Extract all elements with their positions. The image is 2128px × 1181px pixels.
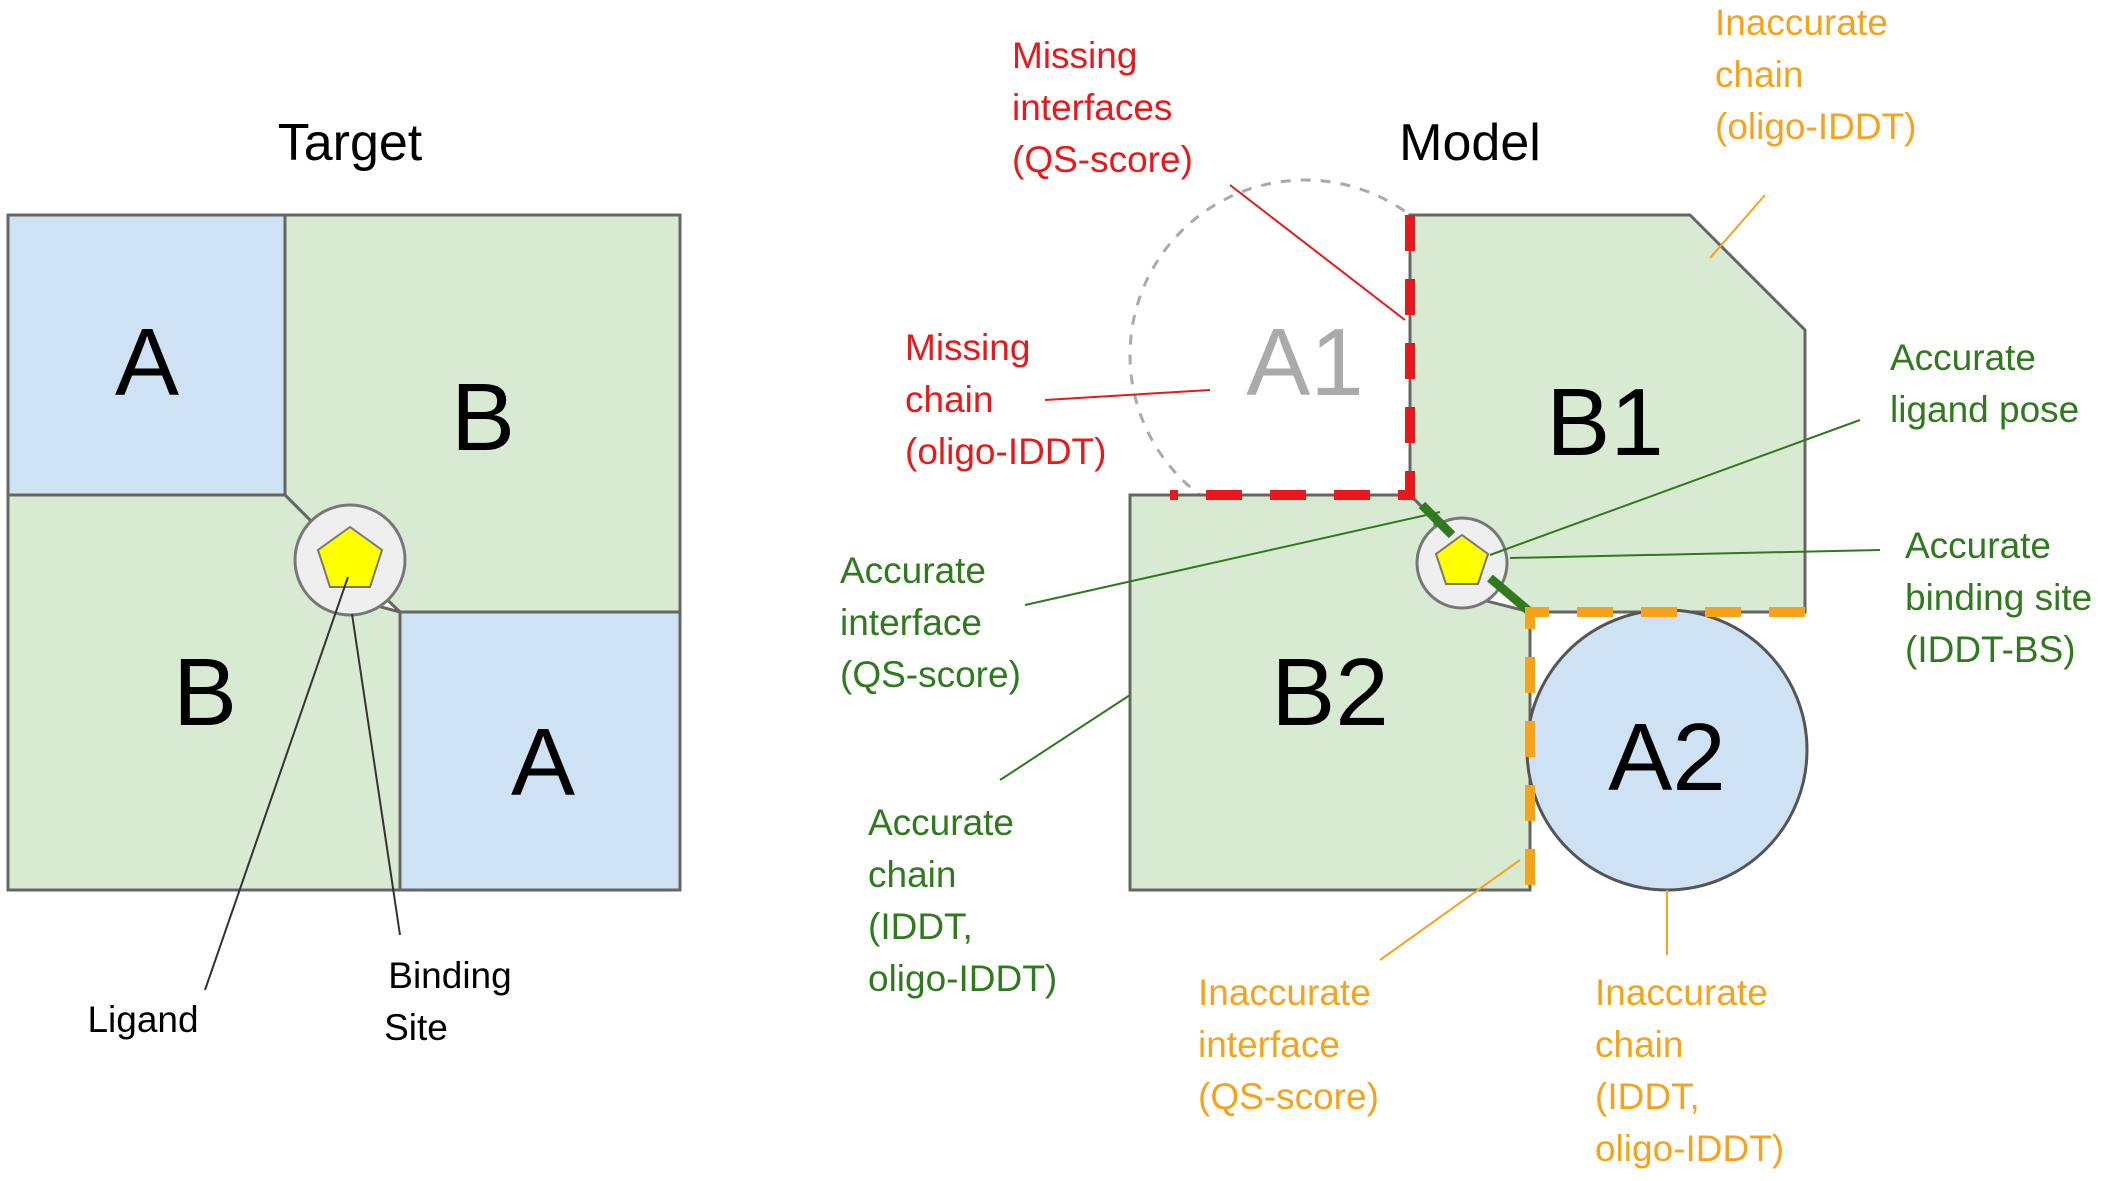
- inaccurate-chain-top-line1: Inaccurate: [1715, 2, 1888, 43]
- annotation-missing-chain: Missing chain (oligo-IDDT): [905, 327, 1106, 472]
- accurate-chain-line3: (IDDT,: [868, 906, 973, 947]
- missing-interfaces-leader: [1229, 184, 1406, 321]
- annotation-missing-interfaces: Missing interfaces (QS-score): [1012, 35, 1193, 180]
- missing-chain-line2: chain: [905, 379, 993, 420]
- inaccurate-interface-dashed: [1525, 607, 1805, 890]
- binding-site-label-line2: Site: [384, 1007, 448, 1048]
- model-label-b2: B2: [1271, 639, 1388, 746]
- accurate-interface-line2: interface: [840, 602, 982, 643]
- target-chain-a-top-left: [6, 213, 287, 497]
- model-ligand: [1434, 533, 1490, 585]
- accurate-interface-line1: Accurate: [840, 550, 986, 591]
- annotation-accurate-interface: Accurate interface (QS-score): [840, 550, 1021, 695]
- accurate-interface-line-1: [1418, 501, 1456, 539]
- model-panel: Model A1 B1 B2 A2 M: [840, 2, 2092, 1169]
- target-ligand: [316, 525, 384, 588]
- binding-site-leader-line: [351, 613, 401, 936]
- missing-interfaces-line3: (QS-score): [1012, 139, 1193, 180]
- inaccurate-interface-leader: [1379, 859, 1521, 961]
- inaccurate-chain-bottom-line1: Inaccurate: [1595, 972, 1768, 1013]
- inaccurate-interface-line1: Inaccurate: [1198, 972, 1371, 1013]
- accurate-chain-line2: chain: [868, 854, 956, 895]
- accurate-binding-site-line3: (IDDT-BS): [1905, 629, 2076, 670]
- missing-chain-line3: (oligo-IDDT): [905, 431, 1106, 472]
- annotation-inaccurate-interface: Inaccurate interface (QS-score): [1198, 972, 1379, 1117]
- model-title: Model: [1399, 114, 1541, 172]
- accurate-binding-site-leader: [1509, 549, 1881, 559]
- accurate-interface-line3: (QS-score): [840, 654, 1021, 695]
- model-label-a2: A2: [1608, 704, 1725, 811]
- target-label-a-top: A: [115, 309, 179, 416]
- ligand-leader-line: [204, 576, 349, 991]
- target-chain-a-bottom-right: [398, 610, 682, 892]
- model-label-a1: A1: [1246, 309, 1363, 416]
- accurate-binding-site-line2: binding site: [1905, 577, 2092, 618]
- missing-chain-line1: Missing: [905, 327, 1030, 368]
- accurate-ligand-pose-line2: ligand pose: [1890, 389, 2079, 430]
- missing-interface-dashed: [1170, 215, 1415, 500]
- inaccurate-chain-bottom-line4: oligo-IDDT): [1595, 1128, 1784, 1169]
- missing-interfaces-line1: Missing: [1012, 35, 1137, 76]
- missing-chain-leader: [1044, 389, 1211, 401]
- target-label-a-bottom: A: [511, 709, 575, 816]
- accurate-interface-leader: [1024, 511, 1441, 606]
- target-panel: Target A B B A Ligand Binding Site: [6, 114, 682, 1048]
- annotation-accurate-binding-site: Accurate binding site (IDDT-BS): [1905, 525, 2092, 670]
- accurate-ligand-pose-line1: Accurate: [1890, 337, 2036, 378]
- missing-interfaces-line2: interfaces: [1012, 87, 1172, 128]
- target-label-b-top: B: [451, 364, 515, 471]
- model-label-b1: B1: [1546, 369, 1663, 476]
- inaccurate-interface-line3: (QS-score): [1198, 1076, 1379, 1117]
- inaccurate-chain-bottom-line3: (IDDT,: [1595, 1076, 1700, 1117]
- accurate-chain-leader: [999, 694, 1131, 781]
- target-title: Target: [278, 114, 423, 172]
- inaccurate-chain-top-line3: (oligo-IDDT): [1715, 106, 1916, 147]
- inaccurate-interface-line2: interface: [1198, 1024, 1340, 1065]
- inaccurate-chain-bottom-line2: chain: [1595, 1024, 1683, 1065]
- ligand-label: Ligand: [87, 999, 198, 1040]
- accurate-interface-line-2: [1487, 574, 1533, 616]
- accurate-chain-line4: oligo-IDDT): [868, 958, 1057, 999]
- annotation-inaccurate-chain-bottom: Inaccurate chain (IDDT, oligo-IDDT): [1595, 972, 1784, 1169]
- binding-site-label-line1: Binding: [388, 955, 511, 996]
- accurate-binding-site-line1: Accurate: [1905, 525, 2051, 566]
- target-label-b-bottom: B: [173, 639, 237, 746]
- inaccurate-chain-top-leader: [1709, 194, 1766, 259]
- inaccurate-chain-top-line2: chain: [1715, 54, 1803, 95]
- accurate-chain-line1: Accurate: [868, 802, 1014, 843]
- accurate-ligand-pose-leader: [1489, 419, 1861, 556]
- annotation-accurate-ligand-pose: Accurate ligand pose: [1890, 337, 2079, 430]
- annotation-inaccurate-chain-top: Inaccurate chain (oligo-IDDT): [1715, 2, 1916, 147]
- annotation-accurate-chain: Accurate chain (IDDT, oligo-IDDT): [868, 802, 1057, 999]
